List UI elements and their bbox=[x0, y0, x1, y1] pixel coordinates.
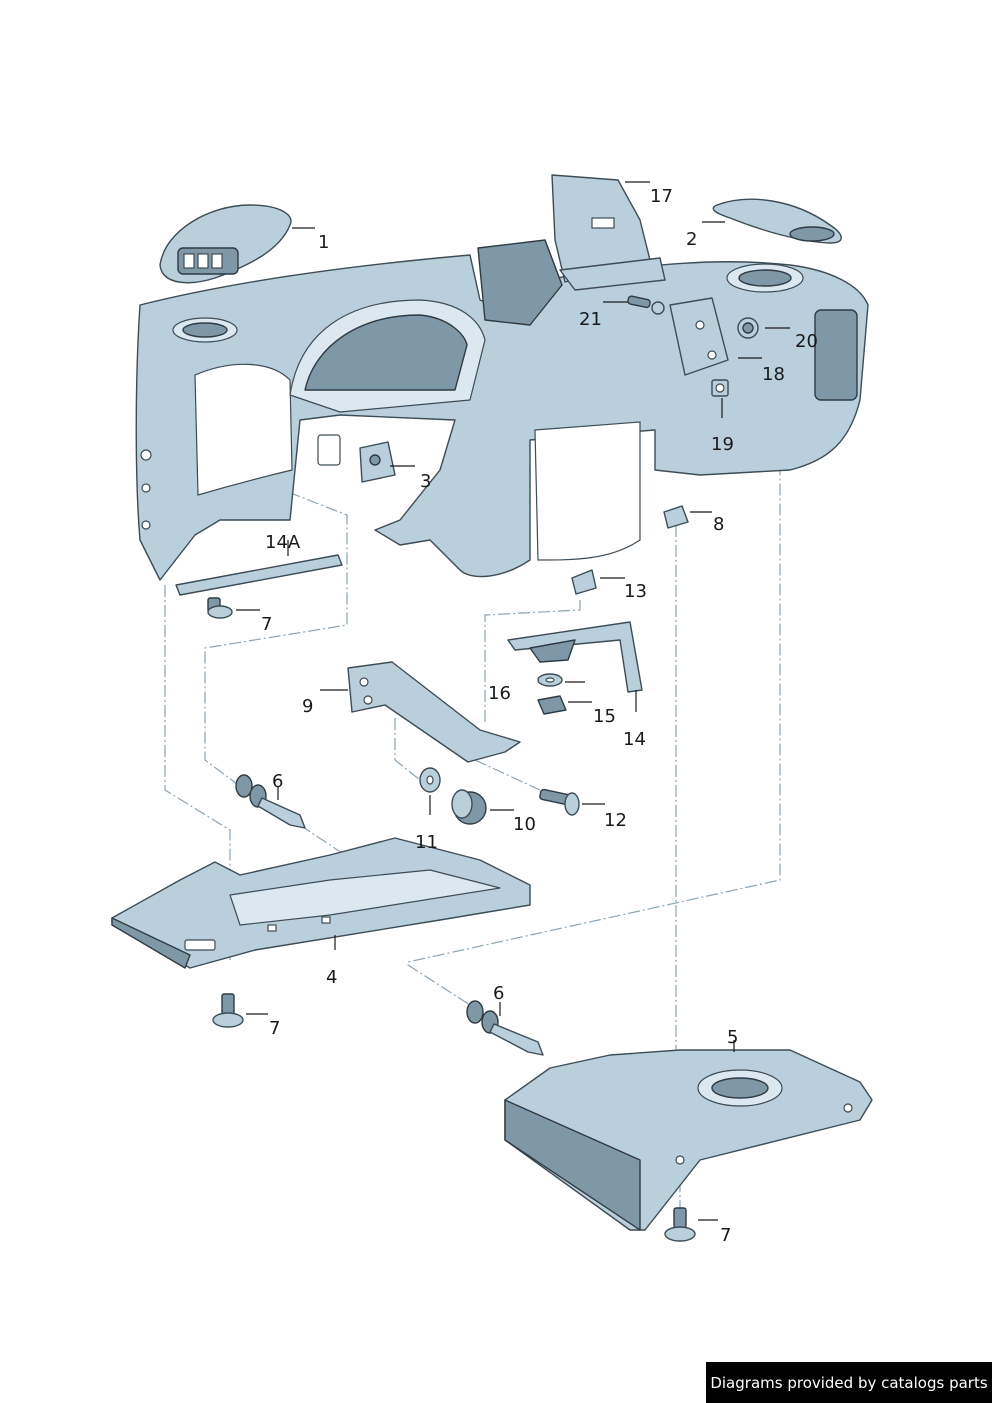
part-21-bolt bbox=[627, 295, 665, 315]
callout-4: 4 bbox=[326, 967, 337, 988]
part-5-glove-box bbox=[504, 1049, 873, 1231]
leader-lines bbox=[236, 181, 790, 1221]
part-14a-strip bbox=[175, 554, 343, 596]
part-18-bracket bbox=[669, 297, 729, 376]
callout-11: 11 bbox=[415, 832, 438, 853]
callout-1: 1 bbox=[318, 232, 329, 253]
callout-6-upper: 6 bbox=[272, 771, 283, 792]
callout-labels: 1 2 17 21 20 18 19 3 8 14A 7 13 14 16 15… bbox=[261, 186, 818, 1246]
part-20-nut bbox=[737, 317, 759, 339]
callout-18: 18 bbox=[762, 364, 785, 385]
part-7-screw-top bbox=[207, 597, 233, 619]
part-7-screw-middle bbox=[212, 993, 244, 1028]
part-16-washer bbox=[537, 673, 563, 687]
callout-7-bottom: 7 bbox=[720, 1225, 731, 1246]
part-9-long-bracket bbox=[347, 661, 521, 763]
part-2-right-vent-cover bbox=[712, 198, 842, 244]
callout-5: 5 bbox=[727, 1027, 738, 1048]
part-1-left-switch-cover bbox=[159, 204, 292, 284]
part-17-top-bracket bbox=[477, 174, 666, 326]
callout-15: 15 bbox=[593, 706, 616, 727]
part-12-screw bbox=[539, 788, 580, 816]
callout-17: 17 bbox=[650, 186, 673, 207]
part-19-clip-nut bbox=[711, 379, 729, 397]
callout-10: 10 bbox=[513, 814, 536, 835]
part-10-spacer bbox=[451, 789, 487, 825]
callout-7-middle: 7 bbox=[269, 1018, 280, 1039]
part-13-clip bbox=[571, 569, 597, 595]
part-4-lower-trim-panel bbox=[111, 837, 531, 969]
callout-7-top: 7 bbox=[261, 614, 272, 635]
callout-20: 20 bbox=[795, 331, 818, 352]
callout-14: 14 bbox=[623, 729, 646, 750]
callout-9: 9 bbox=[302, 696, 313, 717]
callout-19: 19 bbox=[711, 434, 734, 455]
callout-16: 16 bbox=[488, 683, 511, 704]
footer-credit: Diagrams provided by catalogs parts bbox=[706, 1362, 992, 1403]
callout-14a: 14A bbox=[265, 532, 301, 553]
part-6-bolt-lower bbox=[466, 1000, 544, 1056]
part-3-clip bbox=[359, 441, 396, 483]
part-15-nut bbox=[537, 695, 567, 715]
part-14-bracket bbox=[507, 621, 643, 693]
part-8-clip bbox=[663, 505, 689, 529]
callout-21: 21 bbox=[579, 309, 602, 330]
callout-12: 12 bbox=[604, 810, 627, 831]
callout-13: 13 bbox=[624, 581, 647, 602]
callout-6-lower: 6 bbox=[493, 983, 504, 1004]
part-7-screw-bottom bbox=[664, 1207, 696, 1242]
callout-8: 8 bbox=[713, 514, 724, 535]
part-6-bolt-upper bbox=[235, 774, 306, 829]
part-11-washer bbox=[419, 767, 441, 793]
callout-2: 2 bbox=[686, 229, 697, 250]
callout-3: 3 bbox=[420, 471, 431, 492]
